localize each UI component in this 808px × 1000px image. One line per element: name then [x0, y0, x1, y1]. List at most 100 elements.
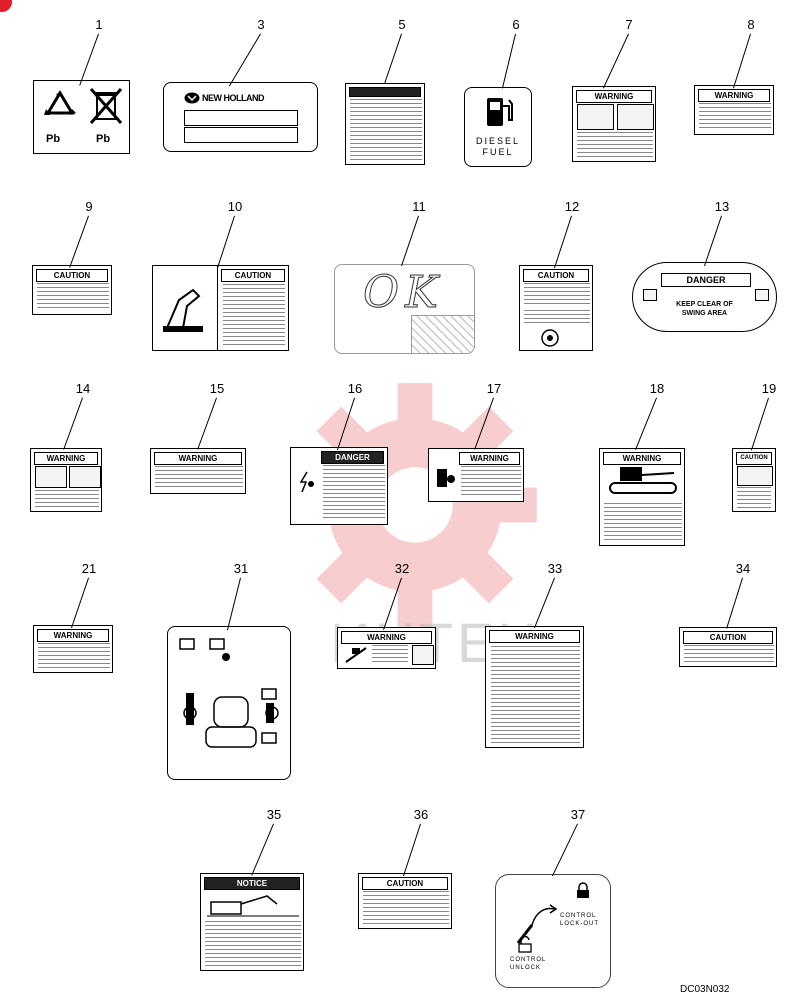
decal-33-header: WARNING — [489, 630, 580, 643]
callout-14: 14 — [75, 381, 91, 396]
callout-15: 15 — [209, 381, 225, 396]
decal-10-text — [223, 284, 285, 346]
callout-34: 34 — [735, 561, 751, 576]
leader-line-8 — [733, 33, 751, 88]
serial-field-bottom — [184, 127, 298, 143]
decal-18[interactable]: WARNING — [599, 448, 685, 546]
serial-field-top — [184, 110, 298, 126]
callout-5: 5 — [398, 17, 406, 32]
decal-9[interactable]: CAUTION — [32, 265, 112, 315]
selector-dial-icon — [541, 329, 559, 347]
decal-14[interactable]: WARNING — [30, 448, 102, 512]
decal-17[interactable]: WARNING — [428, 448, 524, 502]
leader-line-15 — [197, 397, 217, 450]
decal-5[interactable] — [345, 83, 425, 165]
leader-line-9 — [69, 215, 89, 268]
decal-8[interactable]: WARNING — [694, 85, 774, 135]
decal-36[interactable]: CAUTION — [358, 873, 452, 929]
decal-10[interactable]: CAUTION — [152, 265, 289, 351]
decal-18-text — [604, 503, 682, 543]
decal-11-hatch — [411, 315, 474, 353]
decal-35-text — [205, 921, 301, 967]
diagram-code: DC03N032 — [680, 984, 730, 995]
unlock-label: UNLOCK — [510, 965, 542, 971]
decal-7-picture-left — [577, 104, 614, 130]
leader-line-34 — [726, 577, 743, 629]
decal-19-header: CAUTION — [736, 452, 772, 465]
decal-9-header: CAUTION — [36, 269, 108, 282]
callout-6: 6 — [512, 17, 520, 32]
leader-line-21 — [71, 577, 89, 628]
decal-13-left-icon — [643, 289, 657, 301]
decal-19[interactable]: CAUTION — [732, 448, 776, 512]
padlock-locked-icon — [577, 882, 589, 898]
decal-14-picture-left — [35, 466, 67, 488]
decal-1[interactable]: Pb Pb — [33, 80, 130, 154]
decal-7-header: WARNING — [576, 90, 652, 103]
leader-line-31 — [227, 577, 241, 630]
callout-13: 13 — [714, 199, 730, 214]
decal-17-header: WARNING — [459, 452, 520, 465]
callout-11: 11 — [412, 199, 426, 214]
decal-37[interactable]: CONTROL LOCK-OUT CONTROL UNLOCK — [495, 874, 611, 988]
lead-label-2: Pb — [96, 133, 111, 145]
decal-12-text-top — [524, 283, 590, 305]
decal-12[interactable]: CAUTION — [519, 265, 593, 351]
decal-15-header: WARNING — [154, 452, 242, 465]
decal-34-text — [684, 645, 774, 663]
decal-34-header: CAUTION — [683, 631, 773, 644]
decal-21[interactable]: WARNING — [33, 625, 113, 673]
brand-name: NEW HOLLAND — [202, 93, 265, 103]
decal-32-text — [372, 645, 408, 665]
decal-9-text — [37, 283, 109, 311]
decal-34[interactable]: CAUTION — [679, 627, 777, 667]
decal-35[interactable]: NOTICE — [200, 873, 304, 971]
decal-36-text — [363, 891, 449, 925]
decal-3[interactable]: NEW HOLLAND — [163, 82, 318, 152]
decal-21-text — [38, 643, 110, 669]
decal-5-text — [350, 99, 422, 161]
decal-5-header — [349, 87, 421, 97]
excavator-cab-icon — [163, 288, 203, 332]
decal-32[interactable]: WARNING — [337, 627, 436, 669]
fuel-label: FUEL — [482, 147, 514, 157]
decal-14-picture-right — [69, 466, 101, 488]
decal-8-header: WARNING — [698, 89, 770, 102]
decal-18-header: WARNING — [603, 452, 681, 465]
callout-32: 32 — [394, 561, 410, 576]
decal-33[interactable]: WARNING — [485, 626, 584, 748]
callout-8: 8 — [747, 17, 755, 32]
decal-13[interactable]: DANGER KEEP CLEAR OF SWING AREA — [632, 262, 777, 332]
decal-14-text — [35, 490, 99, 508]
leader-line-36 — [403, 823, 421, 876]
leader-line-37 — [552, 823, 578, 876]
leader-line-7 — [603, 33, 629, 88]
leader-line-3 — [229, 33, 261, 86]
leader-line-13 — [704, 215, 722, 266]
decal-31[interactable] — [167, 626, 291, 780]
track-tension-icon — [609, 467, 677, 494]
corner-marker — [0, 0, 12, 12]
leader-line-19 — [751, 397, 769, 450]
callout-37: 37 — [570, 807, 586, 822]
decal-6[interactable]: DIESEL FUEL — [464, 87, 532, 167]
decal-15[interactable]: WARNING — [150, 448, 246, 494]
swing-area-label: SWING AREA — [681, 310, 728, 317]
control-label-top: CONTROL — [560, 913, 597, 919]
leader-line-14 — [63, 397, 83, 450]
decal-19-picture — [737, 466, 773, 486]
control-label-bottom: CONTROL — [510, 957, 547, 963]
callout-17: 17 — [486, 381, 502, 396]
keep-clear-label: KEEP CLEAR OF — [676, 301, 733, 308]
decal-11[interactable]: OK — [334, 264, 475, 354]
control-pattern-icon — [179, 638, 279, 748]
leader-line-1 — [79, 33, 99, 86]
leader-line-5 — [384, 33, 402, 84]
leader-line-6 — [502, 33, 516, 88]
decal-12-text-mid — [524, 310, 590, 326]
decal-16[interactable]: DANGER — [290, 447, 388, 525]
leader-line-10 — [217, 215, 235, 268]
decal-7[interactable]: WARNING — [572, 86, 656, 162]
decal-8-text — [699, 103, 771, 131]
